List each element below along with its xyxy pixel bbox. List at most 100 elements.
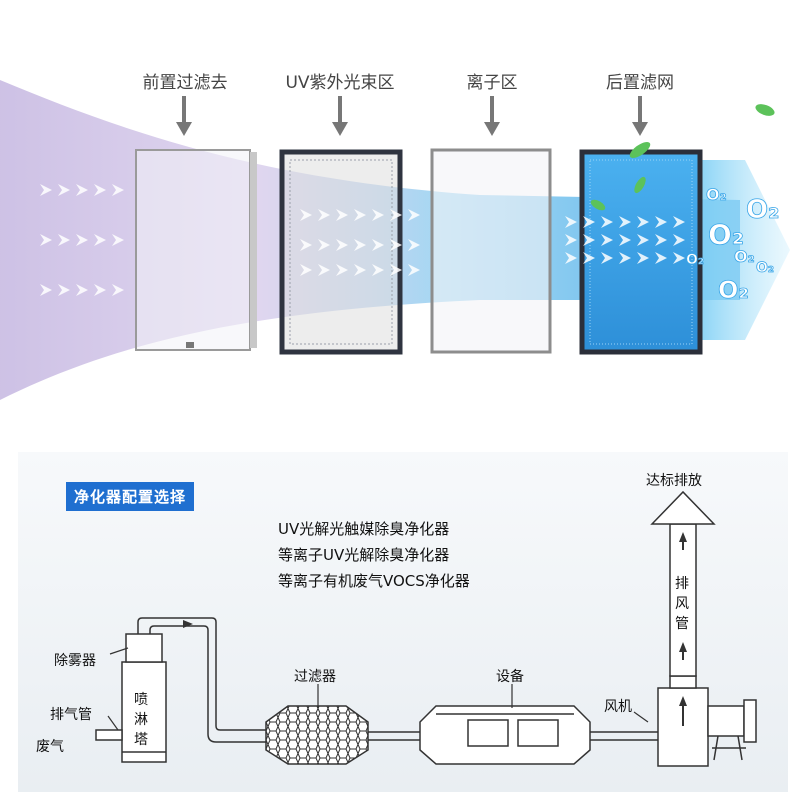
leaf-icon xyxy=(634,176,646,194)
flow-chevron xyxy=(408,239,420,251)
flow-chevron xyxy=(601,252,613,264)
flow-chevron xyxy=(408,264,420,276)
label-spray-tower: 喷淋塔 xyxy=(134,692,148,748)
filter-stages-diagram: O₂ O₂ O₂ O₂ O₂ O₂ O₂ xyxy=(0,80,790,400)
label-equipment: 设备 xyxy=(496,669,524,685)
flow-chevron xyxy=(583,252,595,264)
flow-chevron xyxy=(673,252,685,264)
label-demister: 除雾器 xyxy=(54,653,96,669)
flow-chevron xyxy=(637,252,649,264)
pre-filter-panel xyxy=(135,149,257,351)
flow-chevron xyxy=(565,216,577,228)
flow-chevron xyxy=(300,209,312,221)
flow-chevron xyxy=(76,234,88,246)
flow-chevron xyxy=(655,234,667,246)
flow-chevron xyxy=(58,234,70,246)
flow-chevron xyxy=(601,216,613,228)
flow-chevron xyxy=(300,264,312,276)
flow-chevron xyxy=(76,284,88,296)
oxygen-symbol: O₂ xyxy=(734,247,755,266)
stage-label-ion: 离子区 xyxy=(466,73,518,93)
flow-chevron xyxy=(372,264,384,276)
flow-chevron xyxy=(94,284,106,296)
fan-unit xyxy=(657,687,709,767)
flow-chevron xyxy=(372,239,384,251)
flow-chevron xyxy=(619,252,631,264)
down-arrow-icon xyxy=(332,96,348,136)
flow-chevron xyxy=(354,264,366,276)
flow-chevron xyxy=(390,239,402,251)
down-arrow-icon xyxy=(484,96,500,136)
filter-unit xyxy=(265,705,369,765)
flow-chevron xyxy=(58,284,70,296)
stack-cap xyxy=(650,490,716,525)
inlet-pipe xyxy=(95,729,123,741)
flow-chevron xyxy=(40,284,52,296)
label-exhaust-pipe-in: 排气管 xyxy=(50,707,92,723)
flow-chevron xyxy=(318,209,330,221)
flow-chevron xyxy=(619,234,631,246)
flow-chevron xyxy=(336,209,348,221)
flow-chevron xyxy=(408,209,420,221)
stage-label-postfilter: 后置滤网 xyxy=(606,73,674,93)
leaf-icon xyxy=(755,104,775,116)
oxygen-symbol: O₂ xyxy=(706,185,727,204)
flow-chevron xyxy=(300,239,312,251)
flow-chevron xyxy=(390,209,402,221)
flow-chevron xyxy=(354,209,366,221)
flow-chevron xyxy=(76,184,88,196)
uv-filter-panel xyxy=(279,149,403,355)
oxygen-symbol: O₂ xyxy=(746,195,780,225)
leaf-icon xyxy=(590,199,606,211)
spray-tower xyxy=(121,661,167,763)
label-waste-gas: 废气 xyxy=(36,739,64,755)
config-option-1: UV光解光触媒除臭净化器 xyxy=(278,520,450,538)
flow-chevron xyxy=(601,234,613,246)
down-arrow-icon xyxy=(632,96,648,136)
flow-chevron xyxy=(655,252,667,264)
flow-chevron xyxy=(673,234,685,246)
oxygen-symbol: O₂ xyxy=(708,218,744,251)
label-exhaust-stack: 排风管 xyxy=(675,576,689,632)
config-option-2: 等离子UV光解除臭净化器 xyxy=(278,546,450,564)
ion-filter-panel xyxy=(430,148,552,354)
down-arrow-icon xyxy=(176,96,192,136)
stage-label-uv: UV紫外光束区 xyxy=(285,73,395,93)
leaf-icon xyxy=(629,141,651,159)
flow-chevron xyxy=(619,216,631,228)
demister xyxy=(125,633,163,663)
air-flow-arrowhead xyxy=(700,160,790,340)
flow-chevron xyxy=(112,284,124,296)
flow-chevron xyxy=(583,216,595,228)
flow-chevron xyxy=(637,234,649,246)
flow-chevron xyxy=(565,252,577,264)
oxygen-symbol: O₂ xyxy=(686,252,704,268)
oxygen-symbol: O₂ xyxy=(756,260,774,276)
flow-chevron xyxy=(673,216,685,228)
flow-chevron xyxy=(318,239,330,251)
label-fan: 风机 xyxy=(604,699,632,715)
flow-chevron xyxy=(637,216,649,228)
flow-chevron xyxy=(336,264,348,276)
config-option-3: 等离子有机废气VOCS净化器 xyxy=(278,572,470,590)
flow-chevron xyxy=(112,234,124,246)
flow-chevron xyxy=(655,216,667,228)
oxygen-symbol: O₂ xyxy=(718,276,749,304)
flow-chevron xyxy=(583,234,595,246)
flow-chevron xyxy=(336,239,348,251)
flow-chevron xyxy=(354,239,366,251)
stage-label-prefilter: 前置过滤去 xyxy=(142,73,228,93)
purifier-config-badge: 净化器配置选择 xyxy=(66,482,195,511)
flow-chevron xyxy=(372,209,384,221)
flow-chevron xyxy=(58,184,70,196)
flow-chevron xyxy=(112,184,124,196)
flow-chevron xyxy=(40,184,52,196)
label-filter: 过滤器 xyxy=(294,669,336,685)
flow-chevron xyxy=(318,264,330,276)
flow-chevron xyxy=(94,234,106,246)
duct-top xyxy=(137,617,266,731)
flow-chevron xyxy=(94,184,106,196)
label-discharge: 达标排放 xyxy=(646,473,702,489)
flow-chevron xyxy=(390,264,402,276)
flow-chevron xyxy=(565,234,577,246)
